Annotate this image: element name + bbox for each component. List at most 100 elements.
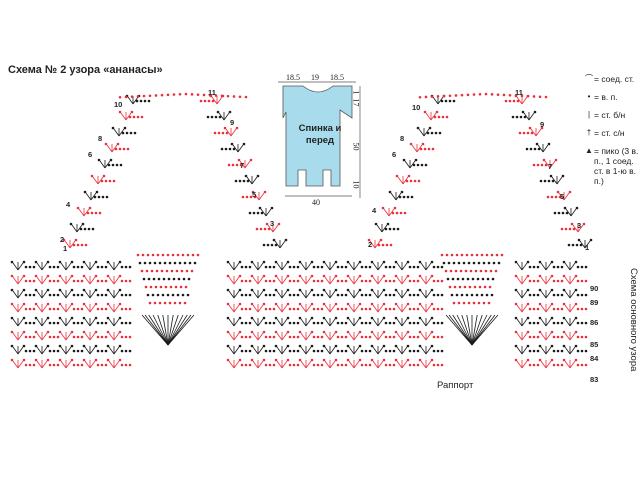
stitch-mark <box>377 346 384 355</box>
chain-stitch-mark <box>442 261 446 265</box>
chain-stitch-mark <box>432 293 436 297</box>
chain-stitch-mark <box>557 211 561 215</box>
chain-stitch-mark <box>472 261 476 265</box>
chain-stitch-mark <box>394 316 398 320</box>
chain-stitch-mark <box>264 265 268 269</box>
chain-stitch-mark <box>440 265 444 269</box>
stitch-mark <box>78 208 85 217</box>
chain-stitch-mark <box>560 335 564 339</box>
stitch-mark <box>252 332 259 341</box>
chain-stitch-mark <box>491 277 495 281</box>
chain-stitch-mark <box>440 253 444 257</box>
chain-stitch-mark <box>242 142 246 146</box>
chain-stitch-mark <box>451 277 455 281</box>
chain-stitch-mark <box>24 279 28 283</box>
chain-stitch-mark <box>87 227 91 231</box>
chain-stitch-mark <box>253 195 257 199</box>
chain-stitch-mark <box>384 349 388 353</box>
chain-stitch-mark <box>340 307 344 311</box>
chain-stitch-mark <box>296 363 300 367</box>
stitch-mark <box>281 346 288 355</box>
chain-stitch-mark <box>82 302 86 306</box>
chain-stitch-mark <box>421 142 425 146</box>
chain-stitch-mark <box>482 261 486 265</box>
chain-stitch-mark <box>223 126 227 130</box>
chain-stitch-mark <box>430 330 434 334</box>
chain-stitch-mark <box>292 279 296 283</box>
stitch-mark <box>521 276 528 285</box>
chain-stitch-mark <box>550 344 554 348</box>
chain-stitch-mark <box>574 330 578 334</box>
chain-stitch-mark <box>412 279 416 283</box>
chain-stitch-mark <box>574 344 578 348</box>
stitch-mark <box>300 262 307 271</box>
chain-stitch-mark <box>262 274 266 278</box>
stitch-mark <box>372 276 379 285</box>
chain-stitch-mark <box>128 307 132 311</box>
stitch-mark <box>425 304 432 313</box>
stitch-mark <box>353 318 360 327</box>
chain-stitch-mark <box>76 349 80 353</box>
chain-stitch-mark <box>382 260 386 264</box>
chain-stitch-mark <box>550 302 554 306</box>
diagram-title: Схема № 2 узора «ананасы» <box>8 64 163 76</box>
chain-stitch-mark <box>32 363 36 367</box>
chain-stitch-mark <box>532 163 536 167</box>
chain-stitch-mark <box>579 243 583 247</box>
chain-stitch-mark <box>124 293 128 297</box>
stitch-mark <box>125 112 132 121</box>
chain-stitch-mark <box>90 211 94 215</box>
chain-stitch-mark <box>238 344 242 348</box>
chain-stitch-mark <box>484 92 488 96</box>
chain-stitch-mark <box>22 260 26 264</box>
chain-stitch-mark <box>412 349 416 353</box>
chain-stitch-mark <box>91 227 95 231</box>
chain-stitch-mark <box>576 335 580 339</box>
stitch-mark <box>401 318 408 327</box>
chain-stitch-mark <box>475 253 479 257</box>
chain-stitch-mark <box>226 302 230 306</box>
chain-stitch-mark <box>84 243 88 247</box>
chain-stitch-mark <box>394 288 398 292</box>
chain-stitch-mark <box>562 274 566 278</box>
chain-stitch-mark <box>574 358 578 362</box>
chain-stitch-mark <box>274 243 278 247</box>
chain-stitch-mark <box>196 253 200 257</box>
chain-stitch-mark <box>392 265 396 269</box>
chain-stitch-mark <box>412 163 416 167</box>
stitch-mark <box>545 262 552 271</box>
chain-stitch-mark <box>536 307 540 311</box>
chain-stitch-mark <box>394 344 398 348</box>
chain-stitch-mark <box>167 277 171 281</box>
chain-stitch-mark <box>166 93 170 97</box>
stitch-mark <box>545 304 552 313</box>
stitch-mark <box>569 290 576 299</box>
chain-stitch-mark <box>34 344 38 348</box>
stitch-mark <box>528 112 535 121</box>
chain-stitch-mark <box>140 269 144 273</box>
chain-stitch-mark <box>582 222 586 226</box>
stitch-mark <box>348 360 355 369</box>
chain-stitch-mark <box>370 302 374 306</box>
chain-stitch-mark <box>106 274 110 278</box>
chain-stitch-mark <box>97 195 101 199</box>
stitch-mark <box>41 304 48 313</box>
stitch-mark <box>113 360 120 369</box>
stitch-mark <box>329 346 336 355</box>
chain-stitch-mark <box>128 115 132 119</box>
stitch-mark <box>225 128 232 137</box>
chain-stitch-mark <box>250 316 254 320</box>
chain-stitch-mark <box>86 211 90 215</box>
chain-stitch-mark <box>298 260 302 264</box>
chain-stitch-mark <box>394 274 398 278</box>
chain-stitch-mark <box>56 265 60 269</box>
chain-stitch-mark <box>539 179 543 183</box>
stitch-mark <box>425 112 432 121</box>
chain-stitch-mark <box>442 94 446 98</box>
chain-stitch-mark <box>523 115 527 119</box>
stitch-mark <box>348 318 355 327</box>
row-number: 11 <box>515 88 523 97</box>
stitch-mark <box>329 290 336 299</box>
stitch-mark <box>281 262 288 271</box>
stitch-mark <box>530 128 537 137</box>
